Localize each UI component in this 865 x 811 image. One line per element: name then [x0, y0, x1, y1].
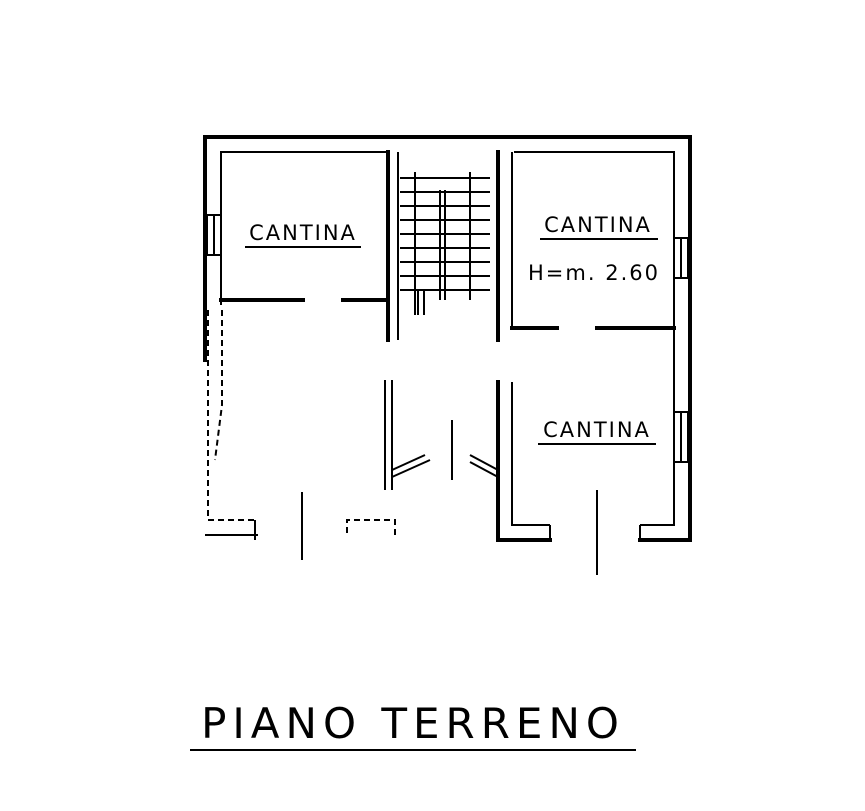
room-labels: CANTINA CANTINA H=m. 2.60 CANTINA — [245, 213, 660, 445]
plan-title-text: PIANO TERRENO — [201, 699, 625, 748]
room-label-right-top: CANTINA — [544, 213, 652, 237]
room-label-right-bottom: CANTINA — [543, 418, 651, 442]
room-right-top-walls — [496, 150, 676, 342]
room-right-bottom-walls — [496, 380, 641, 542]
room-left-walls — [219, 150, 399, 342]
room-height-note: H=m. 2.60 — [528, 261, 660, 285]
windows — [206, 214, 689, 463]
open-area-left — [205, 310, 258, 540]
outer-walls — [203, 135, 692, 542]
staircase — [400, 172, 490, 315]
plan-title: PIANO TERRENO — [190, 699, 636, 751]
axis-lines — [301, 490, 598, 575]
room-label-left: CANTINA — [249, 221, 357, 245]
corridor-walls — [346, 380, 499, 535]
